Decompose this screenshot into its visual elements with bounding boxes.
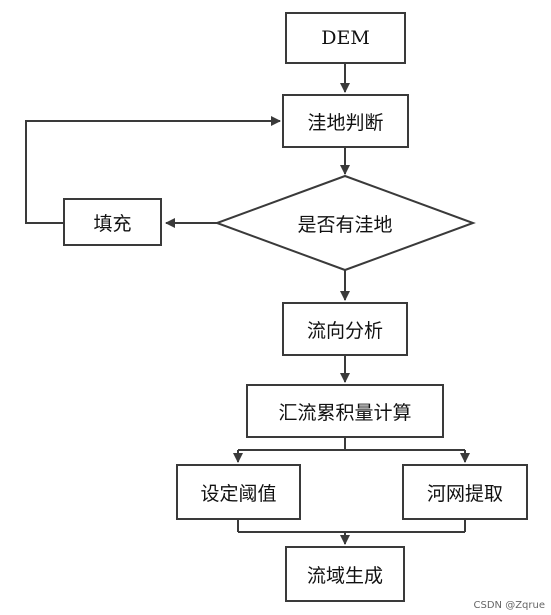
node-watershed: 流域生成: [285, 546, 405, 602]
decision-label: 是否有洼地: [297, 213, 393, 236]
node-river-extract: 河网提取: [402, 464, 528, 520]
arrow-fill-loop-back: [25, 116, 281, 224]
node-flow-accumulation: 汇流累积量计算: [246, 384, 444, 438]
node-fill: 填充: [63, 198, 162, 246]
watermark: CSDN @Zqrue: [473, 600, 546, 611]
node-depression-check: 洼地判断: [282, 94, 409, 148]
node-flow-direction: 流向分析: [282, 302, 408, 356]
node-dem: DEM: [285, 12, 406, 64]
node-set-threshold: 设定阈值: [176, 464, 301, 520]
